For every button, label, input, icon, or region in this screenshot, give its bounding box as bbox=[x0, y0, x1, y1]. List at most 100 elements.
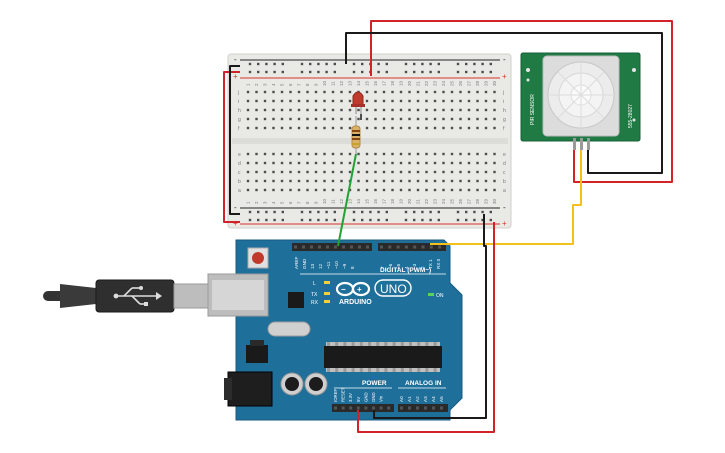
header-pin[interactable] bbox=[379, 406, 383, 410]
header-pin[interactable] bbox=[413, 245, 417, 249]
usb-cable[interactable] bbox=[43, 279, 209, 313]
breadboard-hole[interactable] bbox=[365, 170, 369, 174]
rail-hole[interactable] bbox=[456, 70, 460, 74]
breadboard-hole[interactable] bbox=[263, 152, 267, 156]
digital-header-left[interactable] bbox=[292, 243, 372, 251]
breadboard-hole[interactable] bbox=[433, 161, 437, 165]
rail-hole[interactable] bbox=[404, 210, 408, 214]
breadboard-hole[interactable] bbox=[340, 99, 343, 103]
header-pin[interactable] bbox=[302, 245, 305, 249]
breadboard-hole[interactable] bbox=[280, 108, 284, 112]
rail-hole[interactable] bbox=[257, 210, 260, 214]
breadboard-hole[interactable] bbox=[425, 117, 428, 121]
breadboard-hole[interactable] bbox=[272, 179, 275, 183]
rail-hole[interactable] bbox=[325, 210, 328, 214]
rail-hole[interactable] bbox=[369, 218, 372, 222]
rail-hole[interactable] bbox=[473, 218, 476, 222]
breadboard-hole[interactable] bbox=[280, 126, 284, 130]
breadboard-hole[interactable] bbox=[476, 179, 479, 183]
breadboard-hole[interactable] bbox=[459, 99, 462, 103]
breadboard-hole[interactable] bbox=[391, 161, 394, 165]
breadboard-hole[interactable] bbox=[399, 99, 403, 103]
rail-hole[interactable] bbox=[317, 218, 320, 222]
breadboard-hole[interactable] bbox=[246, 179, 250, 183]
breadboard-hole[interactable] bbox=[408, 108, 411, 112]
header-pin[interactable] bbox=[341, 406, 345, 410]
breadboard-hole[interactable] bbox=[382, 188, 386, 192]
breadboard-hole[interactable] bbox=[382, 152, 386, 156]
breadboard-hole[interactable] bbox=[331, 126, 335, 130]
breadboard-hole[interactable] bbox=[493, 152, 496, 156]
breadboard-hole[interactable] bbox=[340, 152, 343, 156]
rail-hole[interactable] bbox=[456, 62, 460, 66]
rail-hole[interactable] bbox=[265, 218, 268, 222]
breadboard-hole[interactable] bbox=[280, 90, 284, 94]
breadboard-hole[interactable] bbox=[365, 108, 369, 112]
rail-hole[interactable] bbox=[281, 210, 284, 214]
breadboard-hole[interactable] bbox=[280, 188, 284, 192]
breadboard-hole[interactable] bbox=[433, 99, 437, 103]
rail-hole[interactable] bbox=[257, 62, 260, 66]
rail-hole[interactable] bbox=[309, 218, 312, 222]
breadboard-hole[interactable] bbox=[425, 170, 428, 174]
rail-hole[interactable] bbox=[377, 70, 380, 74]
breadboard-hole[interactable] bbox=[246, 90, 250, 94]
breadboard-hole[interactable] bbox=[399, 188, 403, 192]
rail-hole[interactable] bbox=[317, 70, 320, 74]
breadboard-hole[interactable] bbox=[374, 99, 377, 103]
rail-hole[interactable] bbox=[421, 210, 424, 214]
breadboard-hole[interactable] bbox=[433, 170, 437, 174]
breadboard-hole[interactable] bbox=[416, 126, 420, 130]
header-pin[interactable] bbox=[364, 406, 368, 410]
breadboard-hole[interactable] bbox=[331, 108, 335, 112]
rail-hole[interactable] bbox=[265, 62, 268, 66]
rail-hole[interactable] bbox=[300, 70, 304, 74]
breadboard-hole[interactable] bbox=[467, 90, 471, 94]
pir-sensor[interactable]: PIR SENSOR 555-28027 bbox=[520, 52, 641, 150]
breadboard-hole[interactable] bbox=[484, 90, 488, 94]
header-pin[interactable] bbox=[342, 245, 345, 249]
rail-hole[interactable] bbox=[325, 218, 328, 222]
rail-hole[interactable] bbox=[361, 218, 364, 222]
breadboard-hole[interactable] bbox=[484, 161, 488, 165]
breadboard-hole[interactable] bbox=[476, 161, 479, 165]
breadboard-hole[interactable] bbox=[306, 179, 309, 183]
header-pin[interactable] bbox=[334, 406, 337, 410]
breadboard-hole[interactable] bbox=[442, 170, 445, 174]
rail-hole[interactable] bbox=[369, 210, 372, 214]
rail-hole[interactable] bbox=[352, 218, 356, 222]
breadboard-hole[interactable] bbox=[263, 108, 267, 112]
breadboard-hole[interactable] bbox=[382, 161, 386, 165]
breadboard-hole[interactable] bbox=[357, 108, 360, 112]
breadboard-hole[interactable] bbox=[263, 188, 267, 192]
breadboard-hole[interactable] bbox=[246, 126, 250, 130]
breadboard-hole[interactable] bbox=[365, 152, 369, 156]
breadboard-hole[interactable] bbox=[442, 108, 445, 112]
breadboard-hole[interactable] bbox=[442, 99, 445, 103]
breadboard-hole[interactable] bbox=[323, 188, 326, 192]
breadboard-hole[interactable] bbox=[331, 170, 335, 174]
breadboard-hole[interactable] bbox=[382, 99, 386, 103]
breadboard-hole[interactable] bbox=[246, 108, 250, 112]
breadboard-hole[interactable] bbox=[425, 188, 428, 192]
breadboard-hole[interactable] bbox=[348, 188, 352, 192]
header-pin[interactable] bbox=[372, 406, 375, 410]
rail-hole[interactable] bbox=[281, 218, 284, 222]
rail-hole[interactable] bbox=[429, 218, 432, 222]
breadboard-hole[interactable] bbox=[297, 152, 301, 156]
breadboard-hole[interactable] bbox=[314, 152, 318, 156]
rail-hole[interactable] bbox=[385, 70, 388, 74]
wire-left-rail-black[interactable] bbox=[229, 65, 240, 215]
breadboard-hole[interactable] bbox=[484, 117, 488, 121]
breadboard-hole[interactable] bbox=[306, 188, 309, 192]
header-pin[interactable] bbox=[349, 406, 353, 410]
rail-hole[interactable] bbox=[248, 70, 252, 74]
rail-hole[interactable] bbox=[377, 210, 380, 214]
breadboard-hole[interactable] bbox=[425, 90, 428, 94]
breadboard-hole[interactable] bbox=[272, 152, 275, 156]
breadboard-hole[interactable] bbox=[289, 90, 292, 94]
rail-hole[interactable] bbox=[421, 70, 424, 74]
rail-hole[interactable] bbox=[248, 210, 252, 214]
breadboard-hole[interactable] bbox=[306, 117, 309, 121]
breadboard-hole[interactable] bbox=[306, 126, 309, 130]
